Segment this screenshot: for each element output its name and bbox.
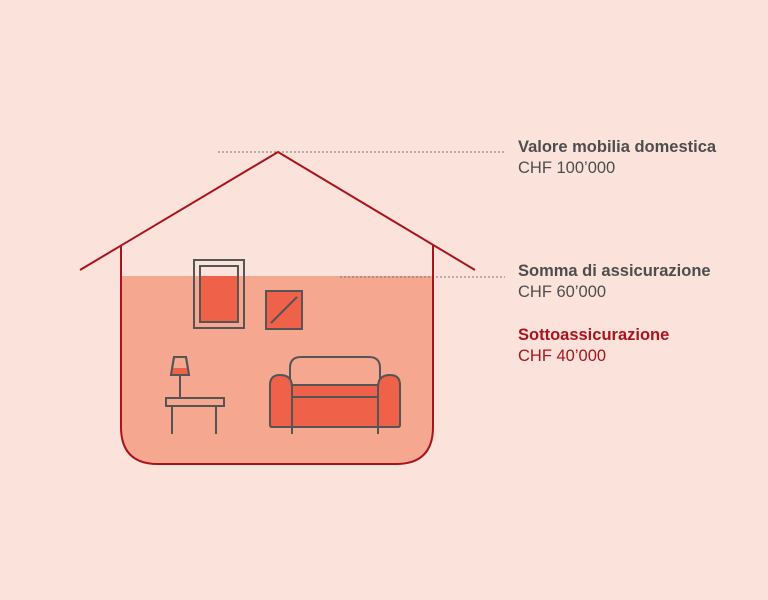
house-icon	[79, 151, 476, 465]
household-value-label: Valore mobilia domestica CHF 100’000	[518, 137, 716, 179]
sofa-icon	[269, 356, 401, 434]
house-walls	[120, 245, 434, 465]
table-lamp-icon	[169, 356, 191, 398]
insured-sum-amount: CHF 60’000	[518, 283, 607, 301]
insured-sum-label: Somma di assicurazione CHF 60’000	[518, 261, 711, 303]
house-roof	[79, 151, 476, 271]
insured-sum-title: Somma di assicurazione	[518, 262, 711, 280]
household-value-amount: CHF 100’000	[518, 159, 616, 177]
picture-frame-icon	[193, 259, 245, 329]
underinsurance-label: Sottoassicurazione CHF 40’000	[518, 325, 669, 367]
underinsurance-amount: CHF 40’000	[518, 347, 607, 365]
small-frame-icon	[265, 290, 303, 330]
underinsurance-title: Sottoassicurazione	[518, 326, 670, 344]
household-value-title: Valore mobilia domestica	[518, 138, 717, 156]
side-table-icon	[165, 397, 225, 434]
